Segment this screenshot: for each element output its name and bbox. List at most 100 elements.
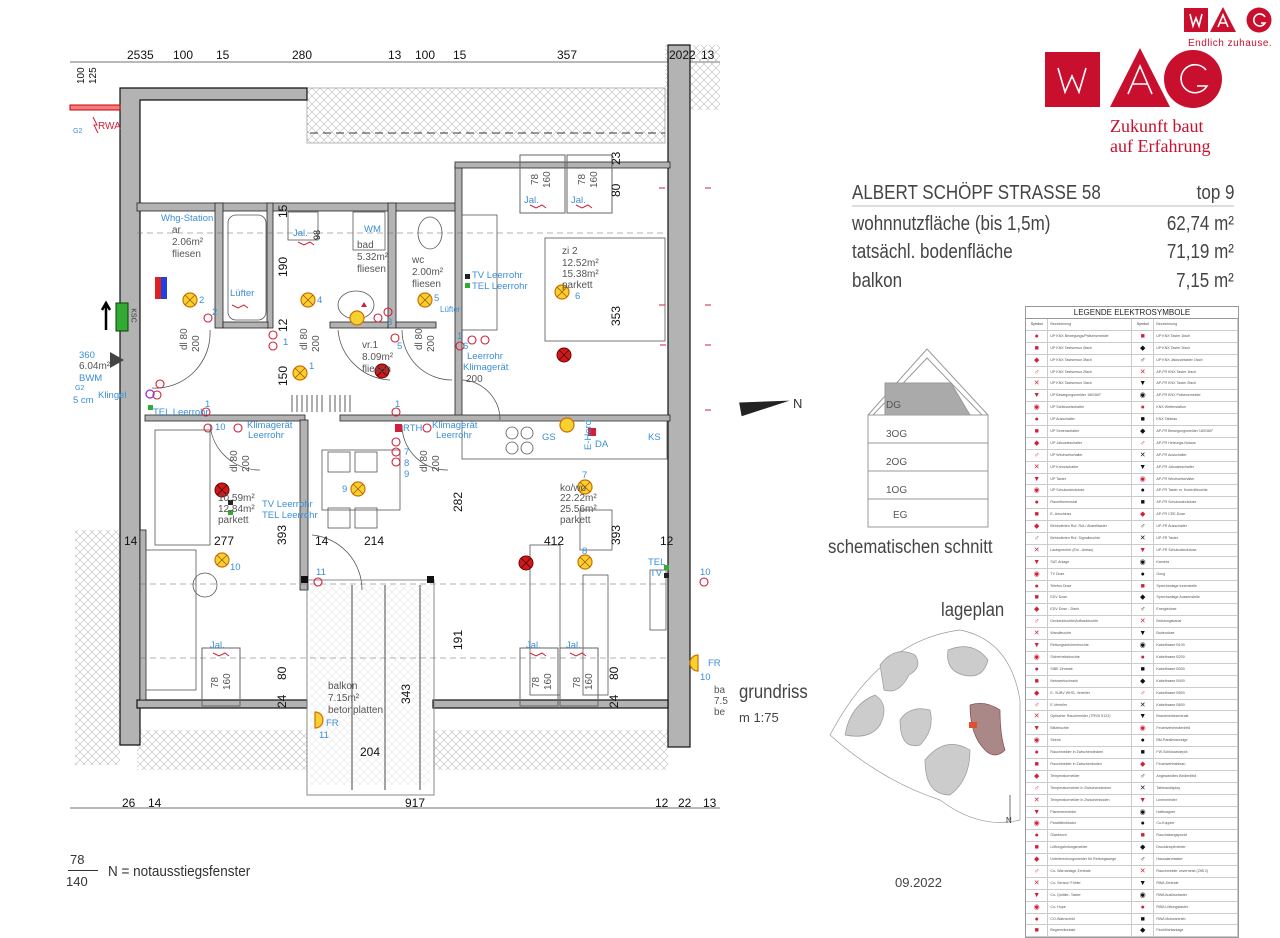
door-label: 200 [311, 335, 322, 352]
legend-header: Symbol Bezeichnung Symbol Bezeichnung [1026, 319, 1238, 331]
conduit-label: Leerrohr [436, 430, 472, 441]
legend-label: Co- Warnanlage Zentrale [1048, 865, 1132, 877]
legend-symbol-icon: ● [1026, 580, 1049, 592]
legend-row: ✕Wandleuchte▼Bodendose [1026, 628, 1238, 641]
floor-label: 2OG [886, 457, 908, 468]
legend-label: AP-FR KNX Taster 2fach [1154, 378, 1238, 390]
window-width: 78 [70, 852, 85, 867]
address: ALBERT SCHÖPF STRASSE 58 [852, 182, 1101, 204]
legend-label: Feuerwehrtableau [1154, 758, 1238, 770]
top-dim: 100 [415, 48, 436, 62]
legend-symbol-icon: ▼ [1132, 877, 1155, 889]
legend-row: ▼UP Bewegungsmelder 180/360°◉AP-FR KNX P… [1026, 390, 1238, 403]
legend-symbol-icon: ● [1132, 735, 1155, 747]
room-name: bad [357, 240, 374, 251]
legend-label: UP Serienschalter [1048, 426, 1132, 437]
legend-row: ●Glasbruch■Rauchabzugspunkt [1026, 830, 1238, 843]
circuit-number: 6 [463, 341, 469, 352]
legend-symbol-icon: ■ [1132, 663, 1155, 675]
legend-label: Bodendose [1154, 628, 1238, 640]
legend-label: Rettungszeichenleuchte [1048, 640, 1132, 651]
dim: 160 [589, 171, 600, 188]
circuit-number: 2 [212, 307, 218, 318]
legend-label: UP Jalousieschalter [1048, 437, 1132, 449]
room-area-total: 15.38m² [562, 269, 599, 280]
legend-label: Kabeltrasse B300 [1154, 663, 1238, 675]
fridge-label: KS [648, 432, 661, 443]
legend-rows: ●UP KNX Bewegungs/Präsenzmelder■UP KNX T… [1026, 330, 1238, 938]
legend-label: Gong [1154, 568, 1238, 580]
top-dim: 13 [701, 48, 715, 62]
legend-label: Deckenleuchte/Aufbauleuchte [1048, 616, 1132, 628]
legend-title: LEGENDE ELEKTROSYMBOLE [1026, 307, 1238, 319]
top-dim: 13 [388, 48, 402, 62]
legend-symbol-icon: ◆ [1132, 925, 1155, 937]
legend-label: Brüstungskanal [1154, 616, 1238, 628]
legend-symbol-icon: ✕ [1026, 544, 1049, 556]
legend-label: Optischer Rauchmelder (TRVB S122) [1048, 711, 1132, 723]
legend-label: UP KNX Bewegungs/Präsenzmelder [1048, 330, 1132, 342]
legend-label: AP-FR Taster m. Kontrollleuchte [1154, 485, 1238, 497]
room-area: 2.06m² [172, 237, 204, 248]
legend-label: Behinderten Ruf- Ruf-/ Abstelltaster [1048, 521, 1132, 533]
legend-label: Energiedose [1154, 604, 1238, 616]
circuit-number: 1 [283, 337, 289, 348]
blind-label: Jal. [526, 640, 541, 651]
legend-label: FW-Schlüsseldepot [1154, 747, 1238, 758]
fraction-line [68, 870, 98, 871]
legend-symbol-icon: ▼ [1132, 794, 1155, 806]
legend-row: ■UP KNX Tastsensor 4fach◆UP KNX Taster 2… [1026, 342, 1238, 355]
legend-label: Behinderten Ruf- Signalleuchte [1048, 533, 1132, 544]
lamp-number: 7 [582, 470, 588, 481]
legend-label: UP KNX Tastsensor 1fach [1048, 378, 1132, 390]
dim: 24 [607, 694, 621, 708]
top-dim: 2535 [127, 48, 154, 62]
legend-label: AP-FR KNX Taster 1fach [1154, 366, 1238, 378]
legend-label: SIBE Zentrale [1048, 663, 1132, 675]
legend-label: AP-FR Heizungs-Notaus [1154, 437, 1238, 449]
dim: 150 [276, 365, 290, 386]
bwm-label: BWM [79, 373, 103, 384]
legend-row: ●Telefon Dose■Sprechanlage Innenstelle [1026, 580, 1238, 593]
tv-label: TV [650, 568, 663, 579]
floor-label: EG [893, 510, 908, 521]
legend-label: UP Taster [1048, 473, 1132, 485]
legend-label: Kabeltrasse B100 [1154, 640, 1238, 651]
legend-symbol-icon: ◆ [1026, 521, 1049, 533]
lamp-number: 2 [199, 295, 205, 306]
wall-lamp-icon [314, 711, 324, 729]
room-floor: parkett [218, 515, 249, 526]
legend-symbol-icon: ✕ [1132, 865, 1155, 877]
legend-symbol-icon: ◉ [1132, 806, 1155, 818]
legend-symbol-icon: ✕ [1132, 616, 1155, 628]
legend-label: AP-FR Bewegungsmelder 180/360° [1154, 426, 1238, 437]
legend-label: Lüftungsleitungsmelder [1048, 842, 1132, 854]
legend-label: Kabeltrasse B400 [1154, 675, 1238, 687]
room-name: ar [172, 225, 181, 236]
legend-symbol-icon: ◉ [1026, 735, 1049, 747]
legend-label: Netzwerkschrank [1048, 675, 1132, 687]
legend-symbol-icon: ● [1132, 568, 1155, 580]
legend-label: KNX Tableau [1154, 414, 1238, 426]
legend-label: Fluchtlichtanlage [1154, 925, 1238, 937]
legend-row: ●UP KNX Bewegungs/Präsenzmelder■UP KNX T… [1026, 330, 1238, 343]
legend-header-cell: Symbol [1132, 319, 1155, 330]
legend-row: ▼Blitzleuchte◉Feuerwehrbedienfeld [1026, 723, 1238, 736]
legend-symbol-icon: ◉ [1132, 473, 1155, 485]
legend-symbol-icon: ▼ [1026, 473, 1049, 485]
legend-row: ♂Co- Warnanlage Zentrale✕Rauchmelder unv… [1026, 865, 1238, 878]
legend-label: Sicherheitsleuchte [1048, 651, 1132, 663]
info-label: tatsächl. bodenfläche [852, 241, 1013, 263]
legend-label: Sprechanlage Innenstelle [1154, 580, 1238, 592]
legend-label: Co- Sensor/ Fühler [1048, 877, 1132, 889]
legend-symbol-icon: ◆ [1132, 342, 1155, 354]
legend-symbol-icon: ◆ [1132, 509, 1155, 521]
north-arrow-icon [739, 400, 790, 417]
room-area: 5.32m² [357, 252, 389, 263]
wag-logo-large [1045, 48, 1222, 108]
fan-label: Lüfter [230, 288, 255, 299]
blind-label: Jal. [571, 195, 586, 206]
legend-row: ♂Behinderten Ruf- Signalleuchte✕UP-FR Ta… [1026, 533, 1238, 545]
room-floor: fliesen [412, 279, 441, 290]
legend-symbol-icon: ✕ [1026, 794, 1049, 806]
